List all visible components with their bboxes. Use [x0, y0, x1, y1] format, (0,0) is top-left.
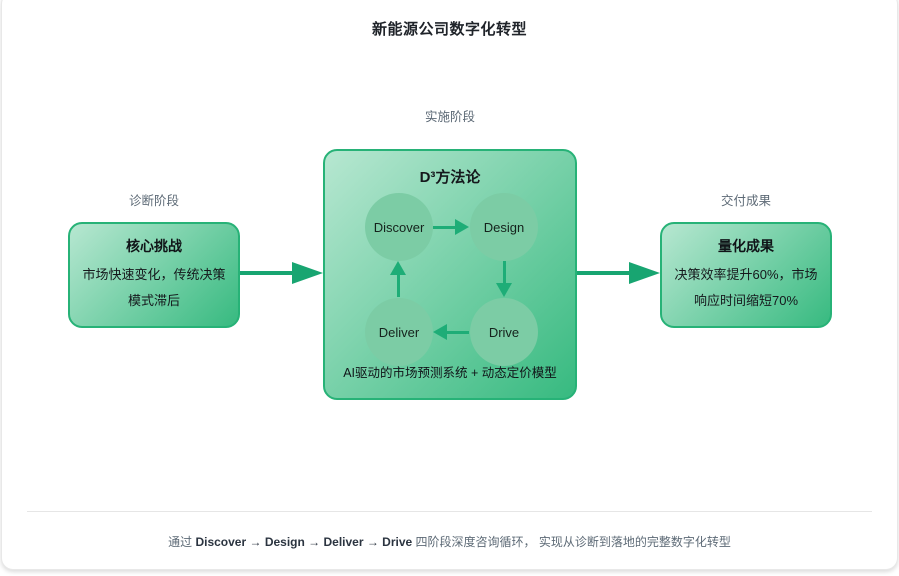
challenge-box-title: 核心挑战 [126, 238, 182, 254]
node-deliver: Deliver [365, 298, 433, 366]
footer-prefix: 通过 [168, 535, 196, 549]
arrow-line [447, 330, 469, 334]
footer-text: 通过 Discover → Design → Deliver → Drive 四… [0, 533, 899, 550]
challenge-box-body: 市场快速变化，传统决策模式滞后 [82, 267, 226, 308]
footer-suffix: 四阶段深度咨询循环， 实现从诊断到落地的完整数字化转型 [412, 535, 731, 549]
node-drive: Drive [470, 298, 538, 366]
arrow-line [577, 271, 633, 275]
challenge-box: 核心挑战 市场快速变化，传统决策模式滞后 [68, 222, 240, 328]
arrow-line [396, 275, 400, 297]
methodology-box-title: D³方法论 [419, 169, 481, 186]
stage-label-delivery: 交付成果 [720, 194, 772, 208]
results-box-body: 决策效率提升60%，市场响应时间缩短70% [674, 267, 818, 308]
arrow-head-right-icon [292, 262, 323, 284]
node-design-label: Design [483, 219, 525, 235]
node-design: Design [470, 193, 538, 261]
arrow-head-up-icon [390, 261, 406, 275]
methodology-box-caption: AI驱动的市场预测系统 + 动态定价模型 [343, 366, 557, 380]
arrow-line [502, 261, 506, 283]
page-title: 新能源公司数字化转型 [371, 21, 527, 38]
results-box-title: 量化成果 [718, 238, 774, 254]
node-discover: Discover [365, 193, 433, 261]
stage-label-implementation: 实施阶段 [424, 110, 476, 124]
arrow-line [433, 225, 455, 229]
node-discover-label: Discover [373, 219, 425, 235]
arrow-head-right-icon [455, 219, 469, 235]
footer-divider [27, 511, 872, 512]
arrow-head-right-icon [629, 262, 660, 284]
arrow-methodology-to-results [577, 262, 660, 284]
arrow-challenge-to-methodology [240, 262, 323, 284]
node-drive-label: Drive [488, 324, 520, 340]
footer-methodology-sequence: Discover → Design → Deliver → Drive [195, 535, 413, 549]
arrow-line [240, 271, 296, 275]
methodology-box: D³方法论 Discover Design Deliver Drive [323, 149, 577, 400]
arrow-head-left-icon [433, 324, 447, 340]
arrow-head-down-icon [496, 283, 512, 297]
node-deliver-label: Deliver [378, 324, 420, 340]
stage-label-diagnosis: 诊断阶段 [128, 194, 180, 208]
results-box: 量化成果 决策效率提升60%，市场响应时间缩短70% [660, 222, 832, 328]
